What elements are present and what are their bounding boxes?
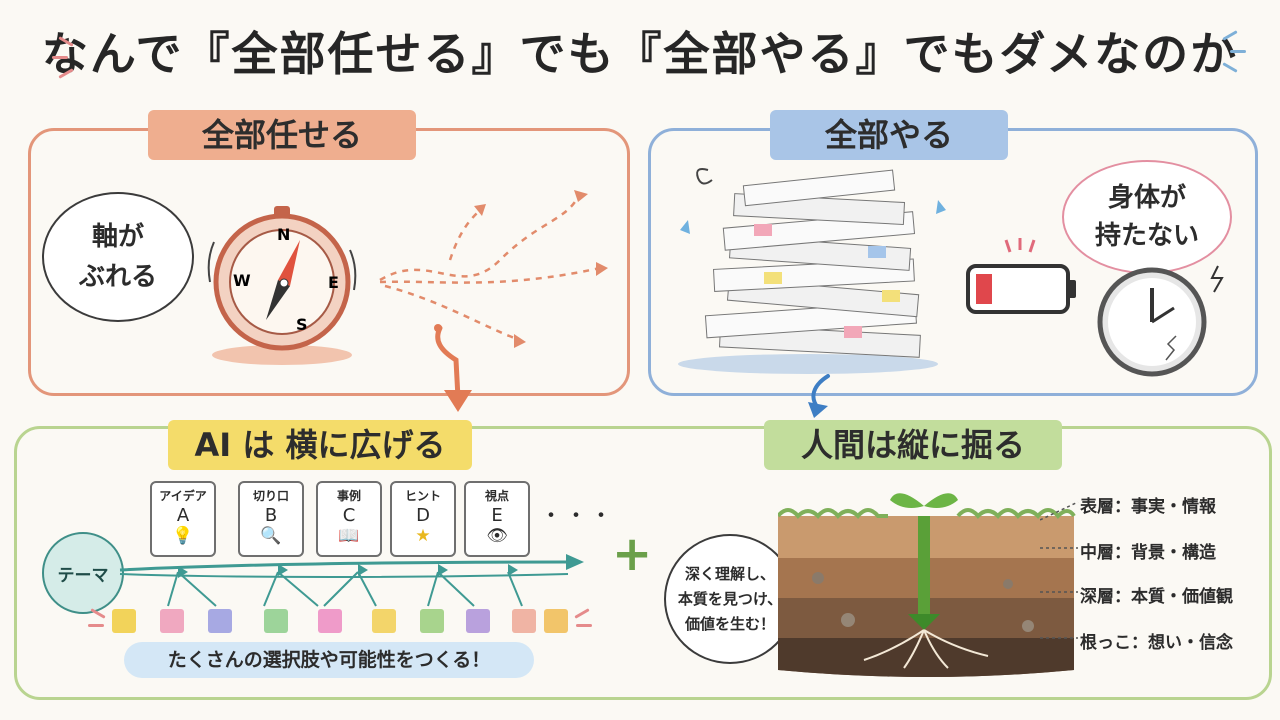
card-viewpoint: 視点 E 👁 (464, 481, 530, 557)
bubble-line: 価値を生む！ (684, 614, 775, 633)
layer-label-root: 根っこ：想い・信念 (1080, 633, 1233, 653)
layer-leader-lines (1040, 501, 1079, 639)
compass-needle-black (266, 280, 290, 320)
bottom-panel (14, 426, 1272, 700)
bubble-line: 身体が (1107, 183, 1186, 213)
bubble-line: 軸が (91, 222, 144, 252)
compass-needle-red (278, 240, 300, 286)
dashed-path-arrow (379, 191, 582, 282)
wobble-line (349, 249, 357, 291)
arrowhead (596, 262, 608, 276)
dashed-path-arrow (384, 284, 521, 342)
compass-n-label: N (277, 225, 290, 244)
card-label: 切り口 (252, 489, 289, 503)
branch-arrows (119, 554, 584, 607)
deep-understanding-bubble: 深く理解し、 本質を見つけ、 価値を生む！ (664, 534, 796, 664)
body-cannot-last-bubble: 身体が 持たない (1062, 160, 1232, 274)
bubble-line: 本質を見つけ、 (677, 589, 783, 608)
lightbulb-icon: 💡 (172, 526, 194, 546)
page-title: なんで『全部任せる』でも『全部やる』でもダメなのか (41, 27, 1239, 81)
accent-mark (88, 624, 104, 627)
soil-layer-root (778, 638, 1074, 677)
sweat-drop (936, 200, 946, 214)
compass-scene: N E S W (207, 190, 608, 365)
compass-w-label: W (233, 271, 251, 290)
roots (863, 629, 989, 669)
compass-crown (274, 206, 290, 218)
layer-label-middle: 中層：背景・構造 (1080, 543, 1216, 563)
bubble-line: ぶれる (78, 262, 157, 292)
idea-square (208, 609, 232, 633)
star-icon: ★ (415, 526, 431, 546)
dashed-path-arrow (379, 266, 601, 284)
bubble-line: 持たない (1094, 221, 1199, 251)
wobble-line (207, 241, 215, 283)
accent-mark (1230, 50, 1246, 53)
idea-square (466, 609, 490, 633)
accent-mark (52, 56, 68, 59)
card-angle: 切り口 B 🔍 (238, 481, 304, 557)
bubble-line: 深く理解し、 (684, 564, 775, 583)
soil-cross-section (778, 493, 1076, 677)
magnifier-icon: 🔍 (260, 526, 282, 546)
idea-square (420, 609, 444, 633)
compass-s-label: S (296, 315, 308, 334)
do-all-banner: 全部やる (770, 110, 1008, 160)
layer-label-surface: 表層：事実・情報 (1080, 497, 1216, 517)
stress-squiggle (696, 168, 713, 185)
more-ellipsis: ・・・ (540, 504, 616, 529)
down-arrow-right (808, 374, 830, 418)
card-label: 事例 (336, 489, 361, 503)
idea-square (372, 609, 396, 633)
book-icon: 📖 (338, 526, 360, 546)
idea-square (512, 609, 536, 633)
card-letter: B (264, 505, 278, 526)
card-example: 事例 C 📖 (316, 481, 382, 557)
down-arrow-left (434, 324, 472, 412)
axis-wobble-bubble: 軸が ぶれる (42, 192, 194, 322)
compass-pivot (279, 278, 289, 288)
low-battery-icon (966, 238, 1076, 314)
grass (778, 508, 1076, 519)
card-label: 視点 (484, 489, 509, 503)
arrowhead (514, 334, 526, 348)
possibilities-caption: たくさんの選択肢や可能性をつくる！ (124, 642, 534, 678)
compass-shadow (212, 345, 352, 365)
arrowhead (574, 190, 588, 202)
cracked-clock-icon (1097, 265, 1224, 377)
plus-icon: + (612, 526, 653, 582)
human-digs-banner: 人間は縦に掘る (764, 420, 1062, 470)
accent-mark (576, 624, 592, 627)
leaf-icon (890, 493, 924, 508)
sweat-drop (680, 220, 690, 234)
down-arrow-icon (908, 614, 940, 630)
card-letter: D (416, 505, 430, 526)
card-hint: ヒント D ★ (390, 481, 456, 557)
paper-stack-icon (678, 168, 946, 374)
dashed-path-arrow (448, 209, 481, 261)
eye-icon: 👁 (486, 526, 508, 546)
idea-square (160, 609, 184, 633)
sprout-stem (918, 516, 930, 616)
compass-e-label: E (328, 273, 339, 292)
card-letter: E (491, 505, 503, 526)
card-label: ヒント (404, 489, 441, 503)
card-idea: アイデア A 💡 (150, 481, 216, 557)
theme-node: テーマ (42, 532, 124, 614)
leaf-icon (924, 493, 958, 508)
idea-square (264, 609, 288, 633)
idea-square (318, 609, 342, 633)
idea-square (544, 609, 568, 633)
card-label: アイデア (159, 489, 207, 503)
ai-expands-banner: AI は 横に広げる (168, 420, 472, 470)
layer-label-deep: 深層：本質・価値観 (1080, 587, 1233, 607)
card-letter: A (176, 505, 190, 526)
delegate-all-banner: 全部任せる (148, 110, 416, 160)
arrowhead (474, 204, 486, 216)
card-letter: C (342, 505, 356, 526)
idea-square (112, 609, 136, 633)
